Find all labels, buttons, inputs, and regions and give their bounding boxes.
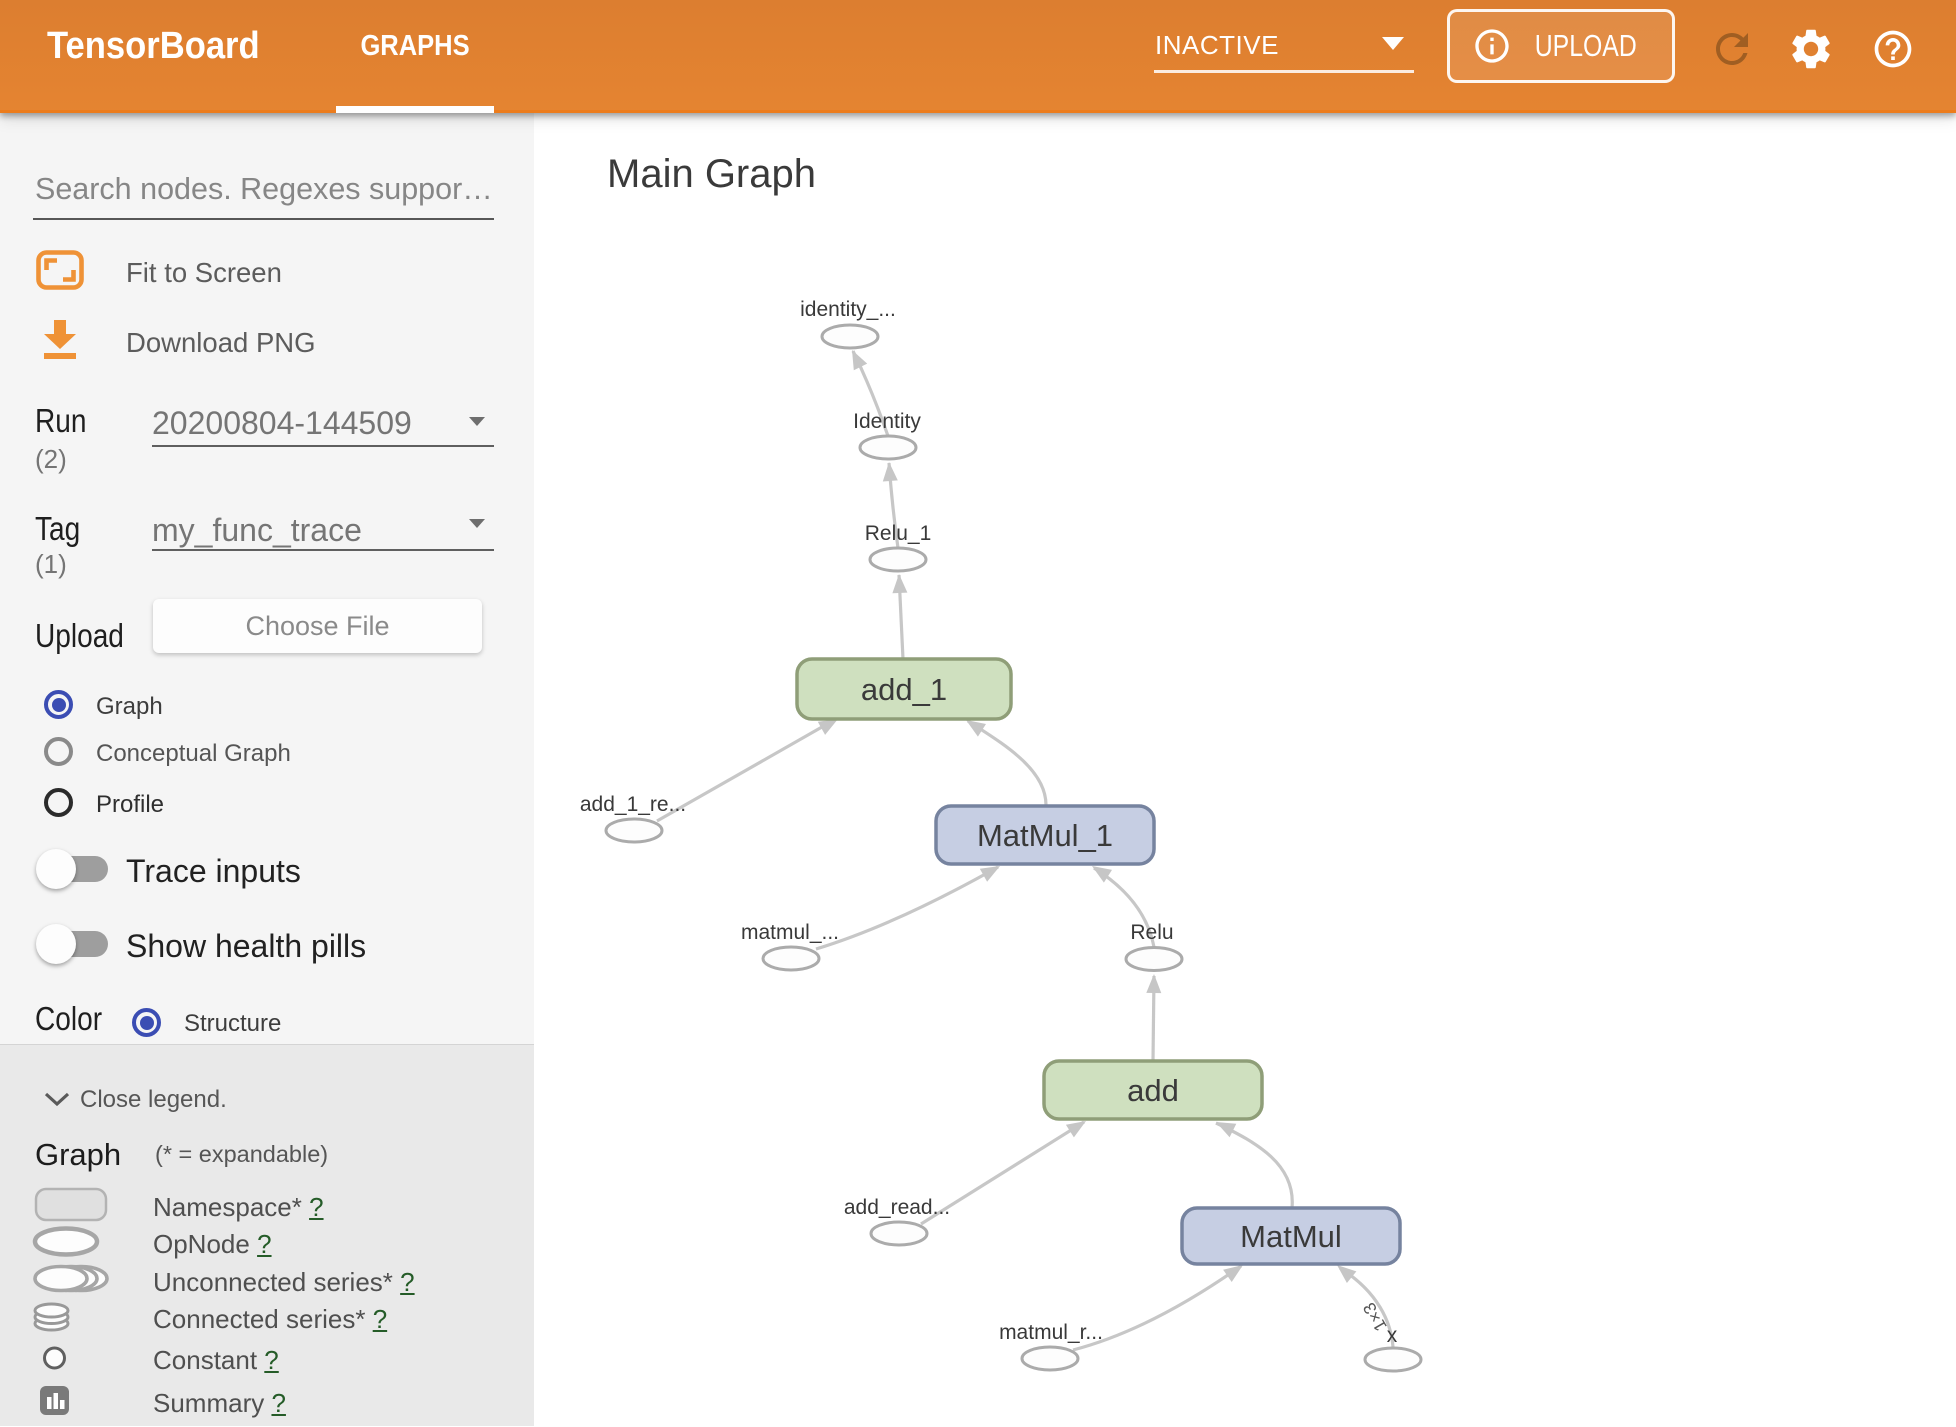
svg-text:add_read...: add_read...: [844, 1196, 950, 1219]
svg-text:add: add: [1127, 1073, 1179, 1108]
svg-text:Relu: Relu: [1130, 921, 1173, 944]
svg-text:identity_...: identity_...: [800, 298, 896, 321]
svg-text:MatMul: MatMul: [1240, 1219, 1342, 1254]
svg-text:Identity: Identity: [853, 410, 921, 433]
svg-text:add_1: add_1: [861, 672, 947, 707]
svg-text:matmul_...: matmul_...: [741, 921, 839, 944]
svg-text:add_1_re...: add_1_re...: [580, 793, 686, 816]
svg-text:MatMul_1: MatMul_1: [977, 818, 1113, 853]
svg-text:Relu_1: Relu_1: [865, 522, 932, 545]
svg-text:x: x: [1387, 1324, 1398, 1347]
svg-text:matmul_r...: matmul_r...: [999, 1321, 1103, 1344]
